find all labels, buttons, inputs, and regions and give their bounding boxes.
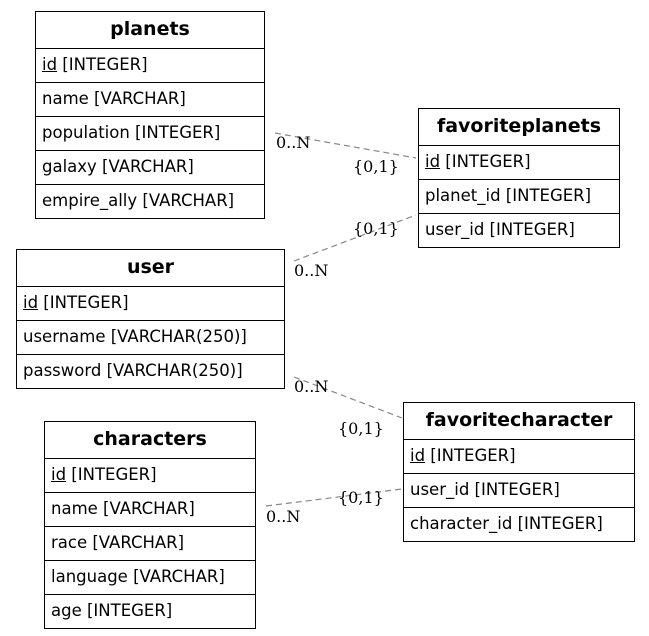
- entity-title: planets: [36, 12, 264, 49]
- field-id: id [INTEGER]: [404, 440, 634, 474]
- primary-key: id: [410, 446, 426, 465]
- relationship-line-characters-favoritecharacter: [265, 488, 403, 507]
- entity-characters[interactable]: characters id [INTEGER] name [VARCHAR] r…: [44, 421, 256, 629]
- field-empire-ally: empire_ally [VARCHAR]: [42, 191, 235, 210]
- field-planet-id: planet_id [INTEGER]: [419, 180, 619, 214]
- field-type: [INTEGER]: [425, 446, 516, 465]
- field-id: id [INTEGER]: [17, 287, 284, 321]
- field-character-id: character_id [INTEGER]: [410, 514, 603, 533]
- field-id: id [INTEGER]: [419, 146, 619, 180]
- cardinality-favoritecharacter-optional: {0,1}: [338, 488, 384, 507]
- field-galaxy: galaxy [VARCHAR]: [36, 151, 264, 185]
- entity-user[interactable]: user id [INTEGER] username [VARCHAR(250)…: [16, 249, 285, 389]
- field-type: [INTEGER]: [440, 152, 531, 171]
- field-race: race [VARCHAR]: [45, 527, 255, 561]
- cardinality-favoriteplanets-optional: {0,1}: [353, 157, 399, 176]
- field-type: [INTEGER]: [66, 465, 157, 484]
- entity-planets[interactable]: planets id [INTEGER] name [VARCHAR] popu…: [35, 11, 265, 219]
- field-password: password [VARCHAR(250)]: [23, 361, 243, 380]
- cardinality-planets-many: 0..N: [276, 133, 310, 152]
- entity-favoriteplanets[interactable]: favoriteplanets id [INTEGER] planet_id […: [418, 108, 620, 248]
- field-username: username [VARCHAR(250)]: [17, 321, 284, 355]
- entity-title: characters: [45, 422, 255, 459]
- primary-key: id: [42, 55, 58, 74]
- relationship-line-user-favoriteplanets: [293, 214, 417, 262]
- field-id: id [INTEGER]: [45, 459, 255, 493]
- field-user-id: user_id [INTEGER]: [425, 220, 575, 239]
- cardinality-favoritecharacter-optional-user: {0,1}: [338, 419, 384, 438]
- cardinality-favoriteplanets-optional-user: {0,1}: [353, 219, 399, 238]
- cardinality-user-many-characters: 0..N: [294, 377, 328, 396]
- primary-key: id: [51, 465, 67, 484]
- primary-key: id: [23, 293, 39, 312]
- primary-key: id: [425, 152, 441, 171]
- entity-title: user: [17, 250, 284, 287]
- field-type: [INTEGER]: [38, 293, 129, 312]
- relationship-line-planets-favoriteplanets: [274, 132, 417, 159]
- field-language: language [VARCHAR]: [45, 561, 255, 595]
- field-population: population [INTEGER]: [36, 117, 264, 151]
- entity-title: favoritecharacter: [404, 403, 634, 440]
- field-name: name [VARCHAR]: [36, 83, 264, 117]
- field-user-id: user_id [INTEGER]: [404, 474, 634, 508]
- field-id: id [INTEGER]: [36, 49, 264, 83]
- field-name: name [VARCHAR]: [45, 493, 255, 527]
- cardinality-characters-many: 0..N: [266, 507, 300, 526]
- cardinality-user-many-planets: 0..N: [294, 261, 328, 280]
- entity-title: favoriteplanets: [419, 109, 619, 146]
- field-type: [INTEGER]: [57, 55, 148, 74]
- entity-favoritecharacter[interactable]: favoritecharacter id [INTEGER] user_id […: [403, 402, 635, 542]
- field-age: age [INTEGER]: [51, 601, 173, 620]
